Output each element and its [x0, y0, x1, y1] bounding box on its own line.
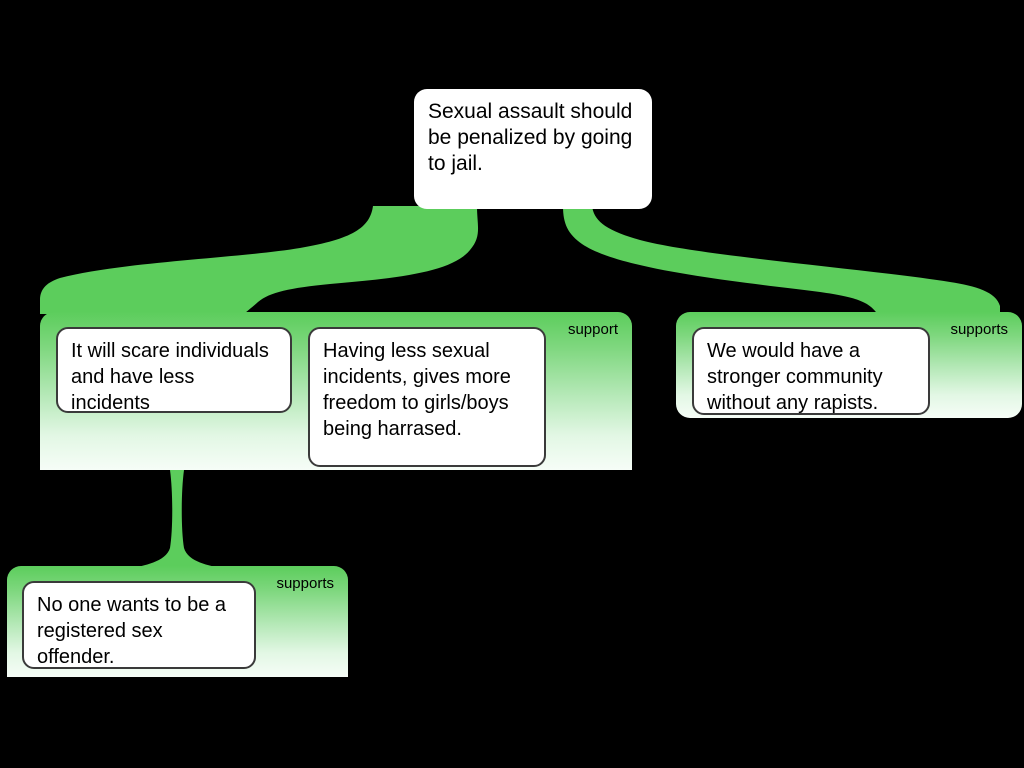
relation-label-supports-right: supports [950, 321, 1008, 338]
claim-card-stronger-community[interactable]: We would have a stronger community witho… [692, 327, 930, 415]
claim-card-scare-individuals[interactable]: It will scare individuals and have less … [56, 327, 292, 414]
connector-claima-to-bottom-cluster [132, 412, 222, 568]
connector-root-to-right-cluster [563, 206, 1000, 312]
claim-card-root[interactable]: Sexual assault should be penalized by go… [414, 89, 652, 209]
relation-label-supports-bottom: supports [276, 575, 334, 592]
relation-label-support-left: support [567, 321, 618, 338]
claim-card-more-freedom[interactable]: Having less sexual incidents, gives more… [308, 327, 546, 467]
connector-root-to-left-cluster [40, 206, 479, 314]
claim-card-registered-sex-offender[interactable]: No one wants to be a registered sex offe… [22, 581, 256, 669]
